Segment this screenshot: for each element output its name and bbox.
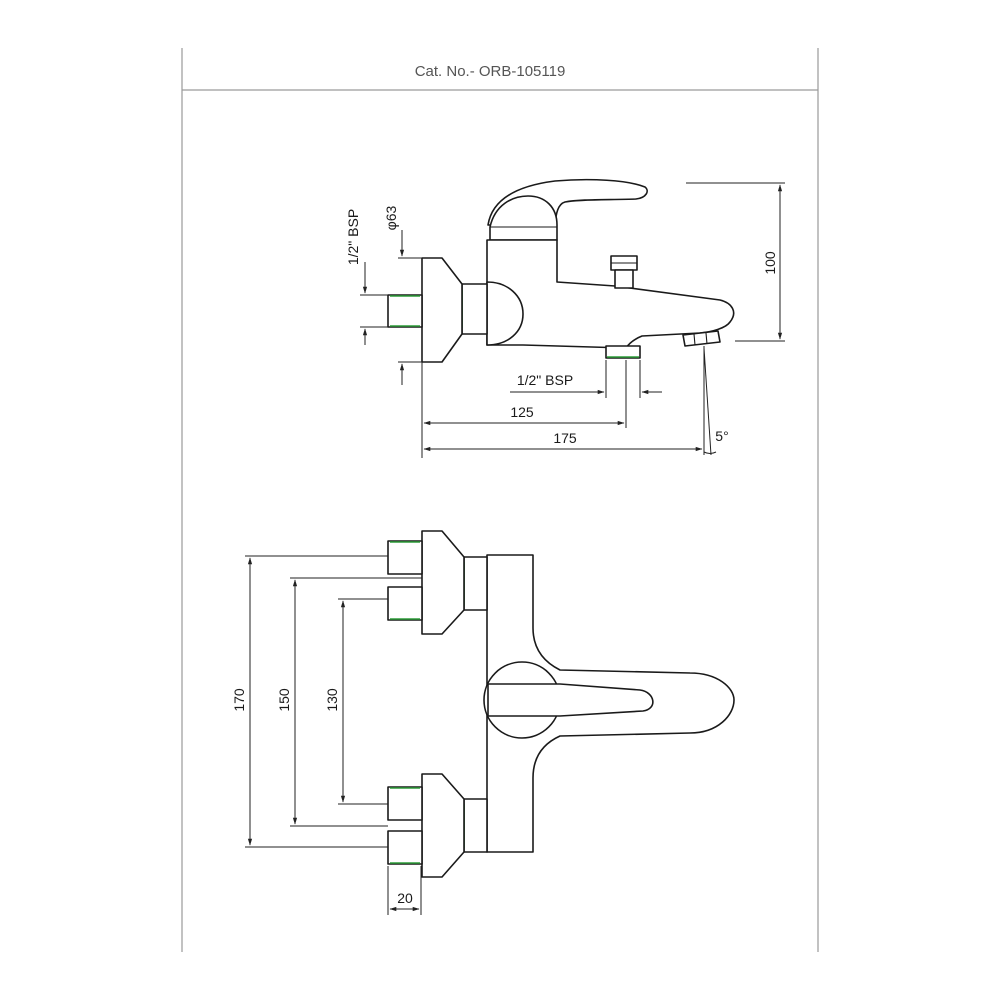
flange-diameter-label: φ63 [383,205,399,230]
inlet-thread-label: 1/2" BSP [345,209,361,265]
length-125-label: 125 [510,404,534,420]
dim-130-label: 130 [324,688,340,712]
catalog-number-title: Cat. No.- ORB-105119 [415,63,566,80]
dim-170-label: 170 [231,688,247,712]
side-view-drawing: 100 1/2" BSP φ63 1/2" BSP 125 175 5° [345,178,785,458]
dim-150-label: 150 [276,688,292,712]
length-175-label: 175 [553,430,577,446]
height-dimension-label: 100 [762,251,778,275]
angle-label: 5° [715,428,728,444]
dim-20-label: 20 [397,890,413,906]
drawing-frame [181,48,819,952]
top-view-drawing: 170 150 130 20 [231,530,735,915]
outlet-thread-label: 1/2" BSP [517,372,573,388]
